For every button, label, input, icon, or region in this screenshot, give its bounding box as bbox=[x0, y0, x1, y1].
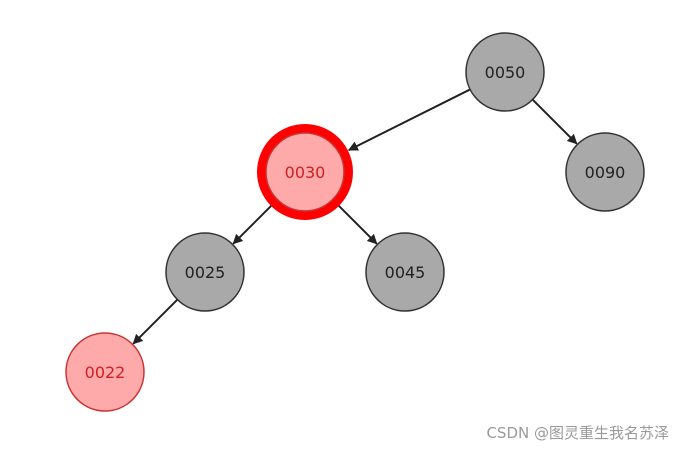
edge-0025-to-0022 bbox=[132, 298, 179, 345]
node-label: 0030 bbox=[285, 163, 326, 182]
node-circle bbox=[265, 132, 345, 212]
node-circle bbox=[565, 132, 645, 212]
node-circle bbox=[365, 232, 445, 312]
tree-node-0025[interactable]: 0025 bbox=[165, 232, 245, 312]
node-circle bbox=[165, 232, 245, 312]
tree-node-0045[interactable]: 0045 bbox=[365, 232, 445, 312]
tree-node-0090[interactable]: 0090 bbox=[565, 132, 645, 212]
edge-0050-to-0030 bbox=[347, 88, 471, 151]
node-label: 0045 bbox=[385, 263, 426, 282]
edge-0030-to-0045 bbox=[331, 198, 378, 245]
nodes-layer: 0050 0030 0090 0025 0045 0022 bbox=[65, 32, 645, 412]
edge-0030-to-0025 bbox=[232, 198, 279, 245]
watermark: CSDN @图灵重生我名苏泽 bbox=[486, 424, 669, 442]
node-label: 0050 bbox=[485, 63, 526, 82]
tree-node-0022[interactable]: 0022 bbox=[65, 332, 145, 412]
tree-node-0050[interactable]: 0050 bbox=[465, 32, 545, 112]
node-label: 0090 bbox=[585, 163, 626, 182]
node-label: 0022 bbox=[85, 363, 126, 382]
node-circle bbox=[465, 32, 545, 112]
edge-0050-to-0090 bbox=[531, 98, 578, 145]
edges-layer bbox=[132, 88, 578, 345]
highlight-ring bbox=[257, 124, 353, 220]
node-label: 0025 bbox=[185, 263, 226, 282]
node-circle bbox=[65, 332, 145, 412]
tree-node-0030[interactable]: 0030 bbox=[257, 124, 353, 220]
